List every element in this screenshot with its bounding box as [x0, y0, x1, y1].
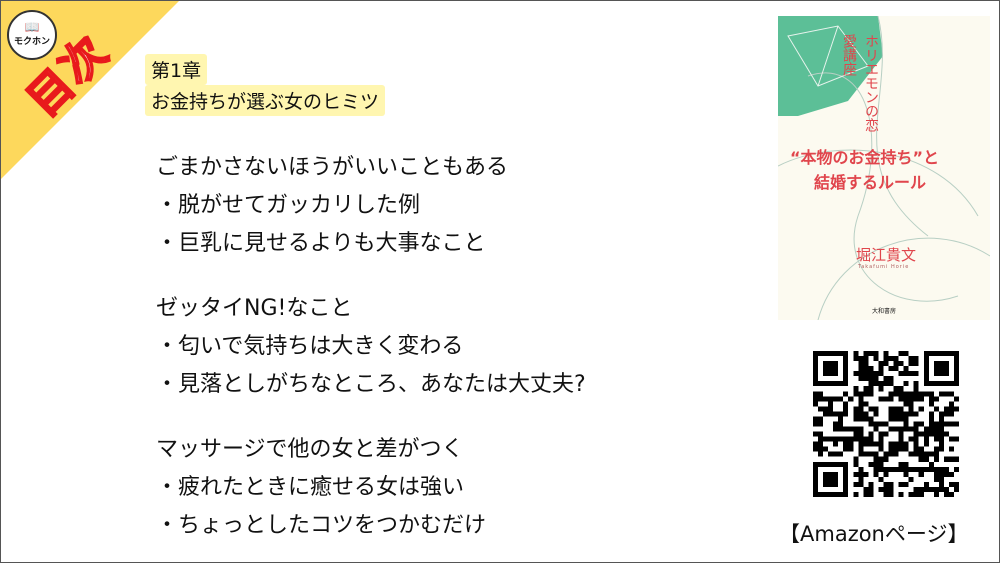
book-publisher: 大和書房	[872, 308, 897, 315]
book-series: ホリエモンの恋愛講座	[841, 34, 879, 132]
book-title-line2: 結婚するルール	[814, 173, 927, 192]
book-cover[interactable]: ホリエモンの恋愛講座 “本物のお金持ち”と 結婚するルール 堀江貴文 Takaf…	[778, 16, 990, 320]
mokuhon-logo: 📖 モクホン	[7, 10, 57, 60]
chapter-title: お金持ちが選ぶ女のヒミツ	[145, 85, 386, 116]
book-title-line1: “本物のお金持ち”と	[790, 148, 940, 167]
chapter-number: 第1章	[145, 54, 208, 85]
list-item: ・疲れたときに癒せる女は強い	[156, 475, 465, 500]
section-heading: ゼッタイNG!なこと	[156, 296, 353, 321]
section-heading: マッサージで他の女と差がつく	[156, 437, 464, 462]
list-item: ・巨乳に見せるよりも大事なこと	[156, 231, 486, 256]
section-heading: ごまかさないほうがいいこともある	[156, 155, 509, 180]
book-author: 堀江貴文	[856, 246, 917, 264]
list-item: ・見落としがちなところ、あなたは大丈夫?	[156, 372, 586, 397]
toc-list: ごまかさないほうがいいこともある ・脱がせてガッカリした例 ・巨乳に見せるよりも…	[156, 149, 586, 545]
list-item: ・ちょっとしたコツをつかむだけ	[156, 513, 487, 538]
book-author-romaji: Takafumi Horie	[858, 264, 910, 270]
book-icon: 📖	[24, 20, 40, 34]
amazon-link[interactable]: 【Amazonページ】	[779, 522, 969, 546]
qr-code[interactable]	[813, 351, 959, 497]
list-item: ・脱がせてガッカリした例	[156, 193, 421, 218]
logo-text: モクホン	[13, 37, 50, 47]
list-item: ・匂いで気持ちは大きく変わる	[156, 334, 464, 359]
cover-art	[778, 16, 990, 320]
